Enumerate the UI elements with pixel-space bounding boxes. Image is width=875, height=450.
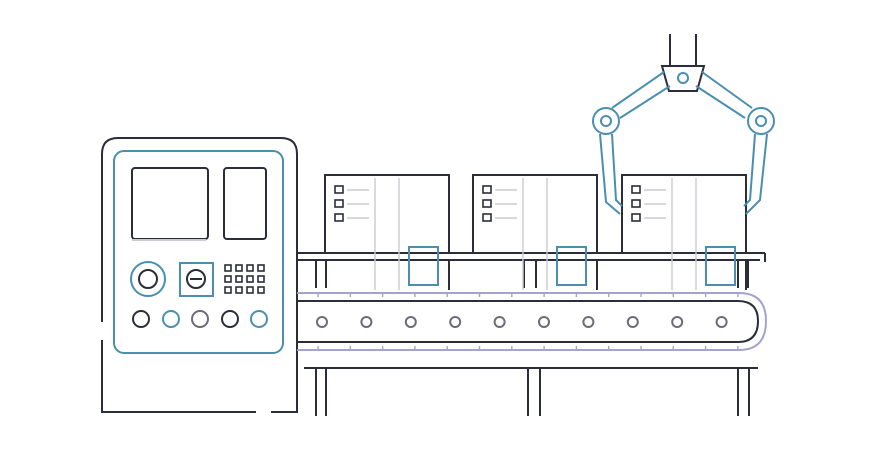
belt-rollers	[316, 316, 728, 328]
keypad-icon	[224, 264, 265, 294]
roller-icon	[538, 316, 550, 328]
conveyor-legs	[315, 368, 750, 416]
right-joint-icon	[747, 107, 775, 135]
control-panel	[101, 137, 298, 413]
indicator-button-2	[162, 310, 180, 328]
box-label-icon	[705, 246, 736, 286]
control-panel-face	[113, 150, 284, 354]
main-screen	[131, 167, 209, 240]
roller-icon	[626, 316, 639, 328]
indicator-button-5	[250, 310, 268, 328]
left-joint-icon	[592, 107, 620, 135]
roller-icon	[449, 316, 462, 328]
package-box-icon	[621, 174, 747, 290]
package-box-icon	[324, 174, 450, 290]
indicator-button-1	[132, 310, 150, 328]
package-box-icon	[472, 174, 598, 290]
roller-icon	[404, 316, 417, 328]
control-panel-casing	[101, 137, 298, 413]
box-label-icon	[556, 246, 587, 286]
rail-posts	[315, 260, 749, 288]
indicator-button-4	[221, 310, 239, 328]
roller-icon	[316, 316, 328, 328]
robot-gripper-icon	[592, 34, 775, 215]
selector-switch-icon	[179, 262, 214, 297]
belt-inner	[297, 300, 760, 343]
belt-ticks	[317, 293, 739, 350]
conveyor-belt	[297, 252, 768, 416]
roller-icon	[715, 316, 728, 328]
belt-outer	[297, 292, 768, 351]
roller-icon	[582, 316, 595, 328]
roller-icon	[493, 316, 506, 328]
gripper-hub	[660, 65, 706, 92]
indicator-button-3	[191, 310, 209, 328]
roller-icon	[671, 316, 684, 328]
dial-knob-icon	[130, 261, 166, 297]
side-screen	[223, 167, 267, 240]
roller-icon	[360, 316, 373, 328]
box-label-icon	[408, 246, 439, 286]
